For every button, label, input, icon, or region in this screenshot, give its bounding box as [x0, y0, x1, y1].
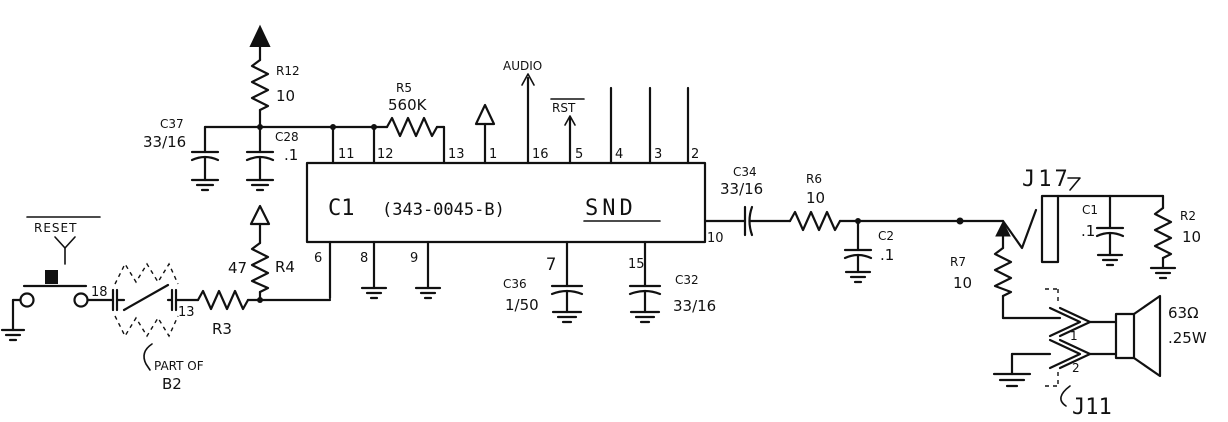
r4-resistor [250, 241, 270, 294]
j17-ref: J17 [1022, 167, 1071, 192]
r5-value: 560K [388, 96, 428, 114]
c36-ref: C36 [503, 277, 527, 291]
r6-value: 10 [806, 189, 825, 207]
pin-12-label: 12 [377, 147, 394, 162]
c1-ref: C1 [1082, 203, 1098, 217]
ic-part-number: (343-0045-B) [382, 200, 505, 220]
pin-8-label: 8 [360, 251, 368, 266]
r2-ref: R2 [1180, 209, 1196, 223]
ic-name: SND [585, 196, 637, 221]
b2-outline-top [114, 262, 179, 285]
b2-pin-18: 18 [91, 285, 108, 300]
j17-pointer [1067, 177, 1081, 191]
ic-body [305, 161, 707, 244]
reset-label: RESET [34, 221, 77, 235]
b2-note-line1: PART OF [154, 359, 204, 373]
r5-ref: R5 [396, 81, 412, 95]
pin-13-label: 13 [448, 147, 465, 162]
r4-supply-icon [249, 204, 271, 226]
c37-ref: C37 [160, 117, 184, 131]
junction-dot [371, 124, 377, 130]
c32-value: 33/16 [673, 297, 716, 315]
c32-ref: C32 [675, 273, 699, 287]
audio-arrow-icon [521, 73, 535, 86]
r5-resistor [385, 116, 439, 138]
speaker-power: .25W [1168, 329, 1207, 347]
pin-4-label: 4 [615, 147, 623, 162]
c36-value: 1/50 [505, 296, 539, 314]
c2-ref: C2 [878, 229, 894, 243]
audio-label: AUDIO [503, 59, 542, 73]
r3-resistor [196, 289, 250, 311]
speaker-cone [1132, 294, 1162, 378]
b2-note-line2: B2 [162, 375, 182, 393]
r7-resistor [993, 246, 1013, 298]
j11-contact-1 [1048, 306, 1082, 338]
j11-pin-2: 2 [1072, 361, 1080, 375]
pin-1-label: 1 [489, 147, 497, 162]
b2-outline-bottom [114, 315, 179, 338]
j17-contact [1001, 208, 1038, 250]
reset-contact-left [19, 292, 35, 308]
r7-ref: R7 [950, 255, 966, 269]
r7-value: 10 [953, 274, 972, 292]
pin-3-label: 3 [654, 147, 662, 162]
r6-resistor [788, 210, 842, 232]
r4-ref: R4 [275, 258, 295, 276]
speaker-icon [1114, 312, 1136, 360]
rst-arrow-icon [564, 115, 576, 126]
pin-2-label: 2 [691, 147, 699, 162]
reset-button-cap [45, 270, 58, 284]
junction-dot [330, 124, 336, 130]
j17-connector [1040, 194, 1060, 264]
r3-ref: R3 [212, 320, 232, 338]
pin-16-label: 16 [532, 147, 549, 162]
pin-6-label: 6 [314, 251, 322, 266]
reset-contact-right [73, 292, 89, 308]
pin-11-label: 11 [338, 147, 355, 162]
pin-15-label: 15 [628, 257, 645, 272]
pin-5-label: 5 [575, 147, 583, 162]
c28-ref: C28 [275, 130, 299, 144]
rst-label: RST [552, 101, 576, 115]
r12-ref: R12 [276, 64, 300, 78]
pin-9-label: 9 [410, 251, 418, 266]
r2-value: 10 [1182, 228, 1201, 246]
b2-switch-blade [122, 283, 170, 312]
reset-pointer [54, 236, 76, 249]
r6-ref: R6 [806, 172, 822, 186]
b2-pin-13: 13 [178, 305, 195, 320]
ic-ref: C1 [328, 196, 355, 221]
r12-resistor [250, 58, 270, 112]
pin-1-supply-icon [474, 103, 496, 126]
c34-ref: C34 [733, 165, 757, 179]
c34-value: 33/16 [720, 180, 763, 198]
c28-value: .1 [284, 146, 298, 164]
j11-contact-2 [1048, 338, 1082, 370]
j11-ref: J11 [1072, 395, 1112, 420]
j11-pin-1: 1 [1070, 329, 1078, 343]
pin-10-label: 10 [707, 231, 724, 246]
c2-value: .1 [880, 246, 894, 264]
r12-supply-icon [249, 24, 271, 47]
c1-value: .1 [1081, 222, 1095, 240]
r4-value: 47 [228, 259, 247, 277]
pin-7-label: 7 [546, 255, 556, 275]
r12-value: 10 [276, 87, 295, 105]
junction-dot [956, 217, 964, 225]
b2-note-hook [143, 343, 153, 371]
j11-pointer [1060, 385, 1071, 407]
r2-resistor [1153, 206, 1173, 260]
c37-value: 33/16 [143, 133, 186, 151]
speaker-impedance: 63Ω [1168, 304, 1199, 322]
